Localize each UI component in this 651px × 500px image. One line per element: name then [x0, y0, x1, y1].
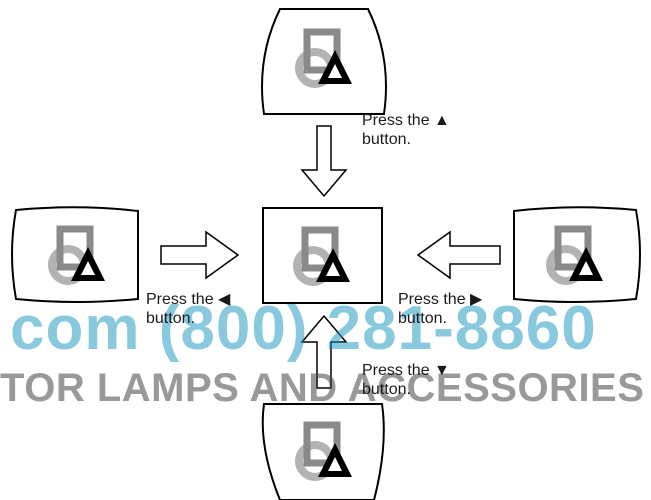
bottom-screen: [261, 403, 385, 500]
caption-up-line1: Press the ▲: [362, 112, 450, 129]
top-screen: [261, 8, 387, 115]
caption-left-line1: Press the ◀: [146, 291, 231, 308]
caption-left: Press the ◀ button.: [146, 290, 230, 328]
right-screen: [513, 206, 641, 303]
caption-right: Press the ▶ button.: [398, 290, 482, 328]
caption-down: Press the ▼ button.: [362, 361, 450, 399]
arrow-from-left: [160, 230, 240, 280]
arrow-from-right: [416, 230, 501, 280]
arrow-from-bottom: [300, 314, 348, 389]
caption-up: Press the ▲ button.: [362, 111, 450, 149]
caption-up-line2: button.: [362, 131, 411, 148]
caption-down-line2: button.: [362, 381, 411, 398]
top-screen-frame: [261, 8, 387, 115]
caption-right-line1: Press the ▶: [398, 291, 483, 308]
left-screen: [11, 206, 139, 303]
caption-left-line2: button.: [146, 310, 195, 327]
center-screen: [262, 207, 383, 304]
arrow-from-top: [300, 125, 348, 198]
caption-down-line1: Press the ▼: [362, 362, 450, 379]
caption-right-line2: button.: [398, 310, 447, 327]
